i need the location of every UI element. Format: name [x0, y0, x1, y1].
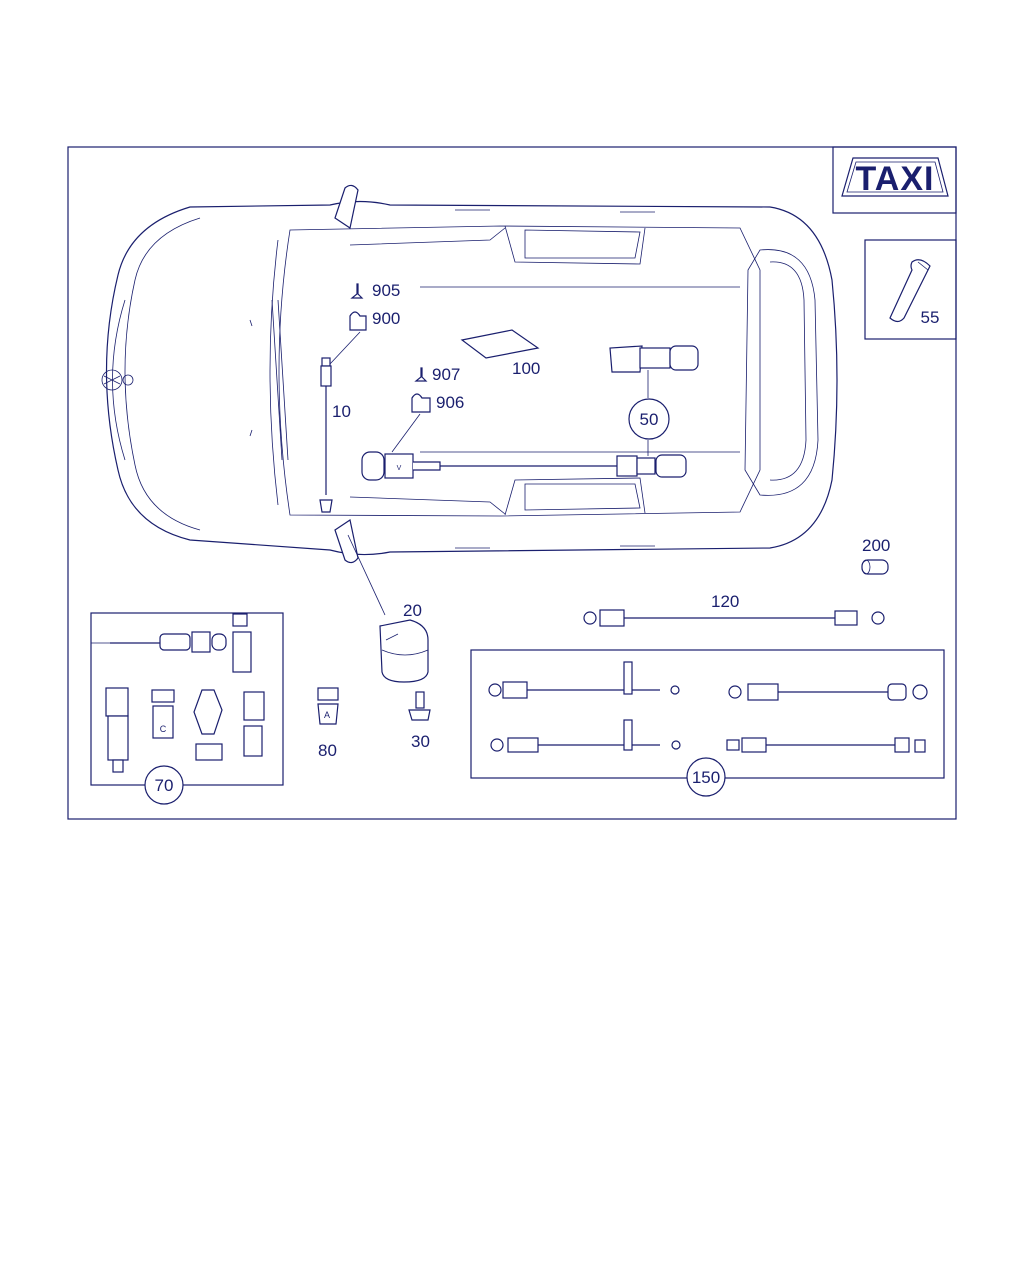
- svg-text:C: C: [160, 724, 167, 734]
- part-10-cable: 10: [319, 357, 351, 513]
- callout-150: 150: [692, 768, 720, 787]
- callout-55: 55: [921, 308, 940, 327]
- part-20: 20: [347, 534, 429, 683]
- callout-120: 120: [711, 592, 739, 611]
- callout-20: 20: [403, 601, 422, 620]
- callout-10: 10: [332, 402, 351, 421]
- part-200: 200: [861, 536, 890, 575]
- part-80: A 80: [317, 687, 339, 760]
- part-120-cable: 120: [583, 592, 885, 627]
- callout-70: 70: [155, 776, 174, 795]
- part-100-plate: 100: [460, 329, 540, 378]
- taxi-sign-inset: TAXI: [832, 146, 957, 214]
- callout-80: 80: [318, 741, 337, 760]
- diagram-frame: [67, 146, 957, 820]
- callout-30: 30: [411, 732, 430, 751]
- svg-text:V: V: [397, 465, 402, 472]
- part-50-harness: V 50: [361, 345, 699, 481]
- taxi-sign-text: TAXI: [856, 160, 935, 198]
- part-55-inset: 55: [864, 239, 957, 340]
- svg-text:A: A: [324, 710, 330, 720]
- callout-200: 200: [862, 536, 890, 555]
- part-905-900: 905 900: [329, 281, 400, 365]
- car-top-view: [101, 184, 838, 564]
- part-150-inset: 150: [470, 649, 945, 797]
- callout-905: 905: [372, 281, 400, 300]
- part-70-inset: C 70: [90, 612, 284, 805]
- callout-100: 100: [512, 359, 540, 378]
- callout-50: 50: [640, 410, 659, 429]
- part-30: 30: [408, 691, 431, 751]
- part-907-906: 907 906: [391, 365, 464, 453]
- callout-900: 900: [372, 309, 400, 328]
- callout-906: 906: [436, 393, 464, 412]
- callout-907: 907: [432, 365, 460, 384]
